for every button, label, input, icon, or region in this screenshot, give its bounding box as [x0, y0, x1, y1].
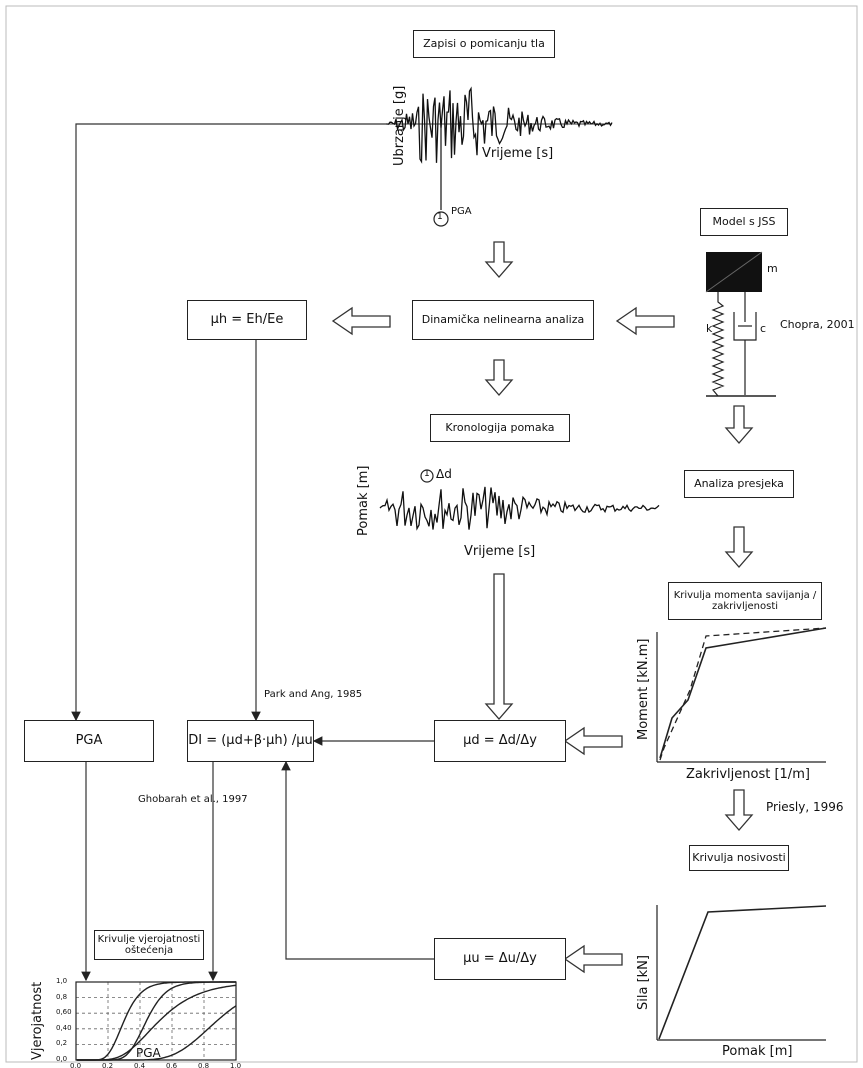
park-ang-label: Park and Ang, 1985 [264, 689, 363, 700]
delta-marker-num: 1 [424, 469, 430, 479]
displacement-ductility-box: μd = Δd/Δy [434, 720, 566, 762]
fragility-xtick: 0,2 [102, 1062, 114, 1068]
accel-axis-label: Ubrzanje [g] [392, 85, 407, 166]
displacement-ductility-label: μd = Δd/Δy [463, 732, 537, 748]
mass-diagonal [705, 251, 763, 293]
fragility-ytick: 0,2 [56, 1039, 68, 1048]
fragility-ytick: 0,8 [56, 992, 68, 1001]
arrow-left-4 [563, 944, 623, 974]
ground-motion-box: Zapisi o pomicanju tla [413, 30, 555, 58]
spring-label: k [706, 322, 713, 335]
fragility-xtick: 1,0 [230, 1062, 242, 1068]
arrow-down-4 [724, 405, 754, 444]
connector-pga [71, 123, 386, 722]
arrow-down-1 [484, 241, 514, 278]
pga-marker-label: PGA [451, 206, 472, 217]
damage-index-box: DI = (μd+β·μh) /μu [187, 720, 314, 762]
chopra-label: Chopra, 2001 [780, 318, 855, 331]
damper-icon [733, 292, 757, 395]
capacity-curve-label: Krivulja nosivosti [692, 850, 786, 864]
displacement-trace [379, 486, 660, 531]
arrow-down-5 [724, 526, 754, 568]
fragility-ytick: 0,60 [56, 1008, 72, 1017]
disp-axis-label: Pomak [m] [356, 465, 371, 536]
accelerogram-trace [386, 86, 613, 164]
force-axis-label: Sila [kN] [636, 955, 651, 1010]
pga-box: PGA [24, 720, 154, 762]
accel-time-label: Vrijeme [s] [482, 146, 554, 161]
displacement-axis-label: Pomak [m] [722, 1044, 793, 1059]
fragility-grid [76, 982, 236, 1060]
mc-bilinear [659, 627, 827, 761]
fragility-ytick: 0,40 [56, 1023, 72, 1032]
moment-curvature-label: Krivulja momenta savijanja / zakrivljeno… [673, 589, 817, 613]
fragility-curves-label: Krivulje vjerojatnosti oštećenja [97, 933, 201, 957]
pga-label: PGA [75, 732, 103, 748]
pga-marker-num: 1 [437, 212, 443, 222]
arrow-left-2 [331, 306, 391, 336]
arrow-left-1 [615, 306, 675, 336]
moment-curvature-box: Krivulja momenta savijanja / zakrivljeno… [668, 582, 822, 620]
capacity-curve [658, 905, 827, 1040]
priesly-label: Priesly, 1996 [766, 800, 844, 814]
ultimate-ductility-label: μu = Δu/Δy [463, 950, 537, 966]
curvature-axis-label: Zakrivljenost [1/m] [686, 767, 810, 782]
fragility-xtick: 0,8 [198, 1062, 210, 1068]
disp-time-label: Vrijeme [s] [464, 544, 536, 559]
nonlinear-analysis-label: Dinamička nelinearna analiza [421, 312, 585, 326]
section-analysis-box: Analiza presjeka [684, 470, 794, 498]
fragility-ytick: 0,0 [56, 1055, 68, 1063]
ground-motion-label: Zapisi o pomicanju tla [423, 36, 545, 50]
hysteretic-ductility-box: μh = Eh/Ee [187, 300, 307, 340]
fragility-curves [76, 981, 237, 1061]
capacity-curve-box: Krivulja nosivosti [689, 845, 789, 871]
mass-label: m [767, 262, 778, 275]
nonlinear-analysis-box: Dinamička nelinearna analiza [412, 300, 594, 340]
displacement-history-label: Kronologija pomaka [445, 420, 555, 434]
prob-xlabel: PGA [136, 1046, 161, 1060]
hysteretic-ductility-label: μh = Eh/Ee [210, 311, 284, 327]
arrow-down-3 [484, 573, 514, 720]
moment-axis-label: Moment [kN.m] [636, 638, 651, 741]
damage-index-label: DI = (μd+β·μh) /μu [188, 732, 313, 748]
prob-axis-label: Vjerojatnost [30, 981, 45, 1060]
section-analysis-label: Analiza presjeka [694, 476, 784, 490]
fragility-xtick: 0,6 [166, 1062, 178, 1068]
damper-label: c [760, 322, 767, 335]
fragility-xtick: 0,0 [70, 1062, 82, 1068]
delta-marker-circle [420, 469, 434, 483]
pga-marker-circle [433, 211, 449, 227]
displacement-history-box: Kronologija pomaka [430, 414, 570, 442]
spring-icon [711, 292, 725, 397]
arrow-down-2 [484, 359, 514, 396]
connector-muu-di [281, 760, 434, 960]
ultimate-ductility-box: μu = Δu/Δy [434, 938, 566, 980]
ghobarah-label: Ghobarah et al., 1997 [138, 794, 248, 805]
sdof-model-box: Model s JSS [700, 208, 788, 236]
fragility-frame [75, 981, 237, 1061]
fragility-ytick: 1,0 [56, 977, 68, 985]
outer-frame [5, 5, 858, 1063]
fragility-xtick: 0,4 [134, 1062, 146, 1068]
fragility-curve-4 [76, 1005, 237, 1061]
arrow-down-6 [724, 789, 754, 831]
arrow-left-3 [563, 726, 623, 756]
fragility-curves-box: Krivulje vjerojatnosti oštećenja [94, 930, 204, 960]
delta-d-label: Δd [436, 467, 452, 481]
sdof-model-label: Model s JSS [712, 214, 776, 228]
mc-curve [659, 627, 827, 759]
